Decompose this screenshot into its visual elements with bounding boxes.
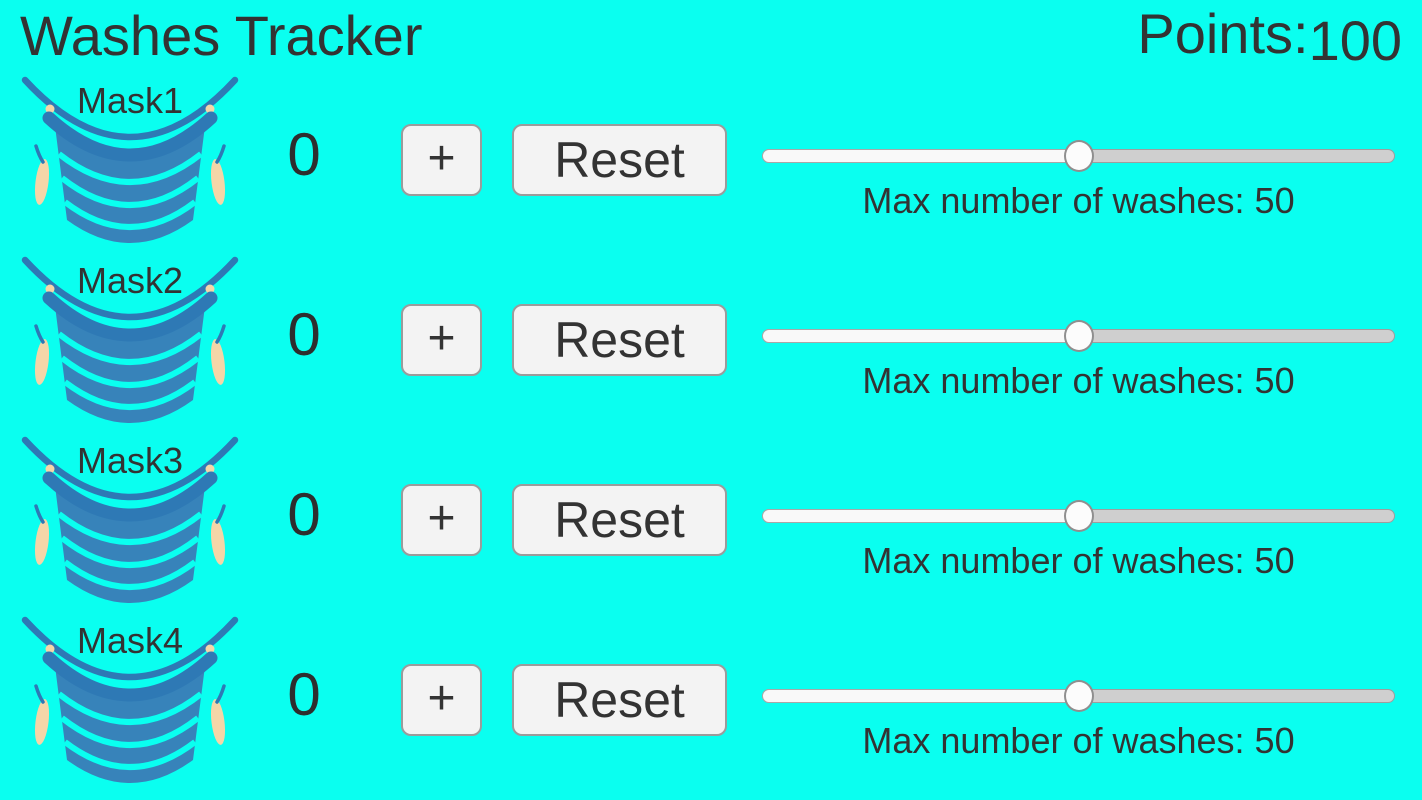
slider-thumb[interactable] [1063,140,1094,172]
max-washes-label: Max number of washes: 50 [862,720,1295,761]
max-washes-slider[interactable] [762,320,1395,352]
mask-image: Mask3 [16,432,244,608]
mask-row: Mask3 0 + Reset Max number of washes: 50 [0,428,1422,608]
mask-image: Mask2 [16,252,244,428]
page-title: Washes Tracker [20,4,423,67]
slider-track-filled[interactable] [762,329,1079,343]
max-washes-label: Max number of washes: 50 [862,540,1295,581]
increment-button[interactable]: + [401,124,482,196]
reset-button[interactable]: Reset [512,124,727,196]
mask-label: Mask3 [76,440,184,481]
max-washes-label: Max number of washes: 50 [862,360,1295,401]
mask-label: Mask2 [76,260,184,301]
reset-button[interactable]: Reset [512,484,727,556]
mask-image: Mask4 [16,612,244,788]
max-washes-slider[interactable] [762,140,1395,172]
wash-count: 0 [287,481,321,548]
points-value: 100 [1308,9,1402,72]
increment-button[interactable]: + [401,304,482,376]
mask-row: Mask4 0 + Reset Max number of washes: 50 [0,608,1422,788]
max-washes-slider[interactable] [762,500,1395,532]
slider-track-filled[interactable] [762,509,1079,523]
points-label: Points: [1137,2,1309,65]
slider-thumb[interactable] [1063,680,1094,712]
max-washes-slider[interactable] [762,680,1395,712]
slider-track-filled[interactable] [762,149,1079,163]
wash-count: 0 [287,301,321,368]
points-display: Points:100 [1137,2,1402,72]
mask-row: Mask1 0 + Reset Max number of washes: 50 [0,68,1422,248]
reset-button[interactable]: Reset [512,664,727,736]
slider-thumb[interactable] [1063,500,1094,532]
mask-label: Mask1 [76,80,184,121]
wash-count: 0 [287,121,321,188]
mask-row: Mask2 0 + Reset Max number of washes: 50 [0,248,1422,428]
mask-image: Mask1 [16,72,244,248]
slider-track-filled[interactable] [762,689,1079,703]
reset-button[interactable]: Reset [512,304,727,376]
max-washes-label: Max number of washes: 50 [862,180,1295,221]
increment-button[interactable]: + [401,484,482,556]
slider-thumb[interactable] [1063,320,1094,352]
mask-label: Mask4 [76,620,184,661]
increment-button[interactable]: + [401,664,482,736]
wash-count: 0 [287,661,321,728]
